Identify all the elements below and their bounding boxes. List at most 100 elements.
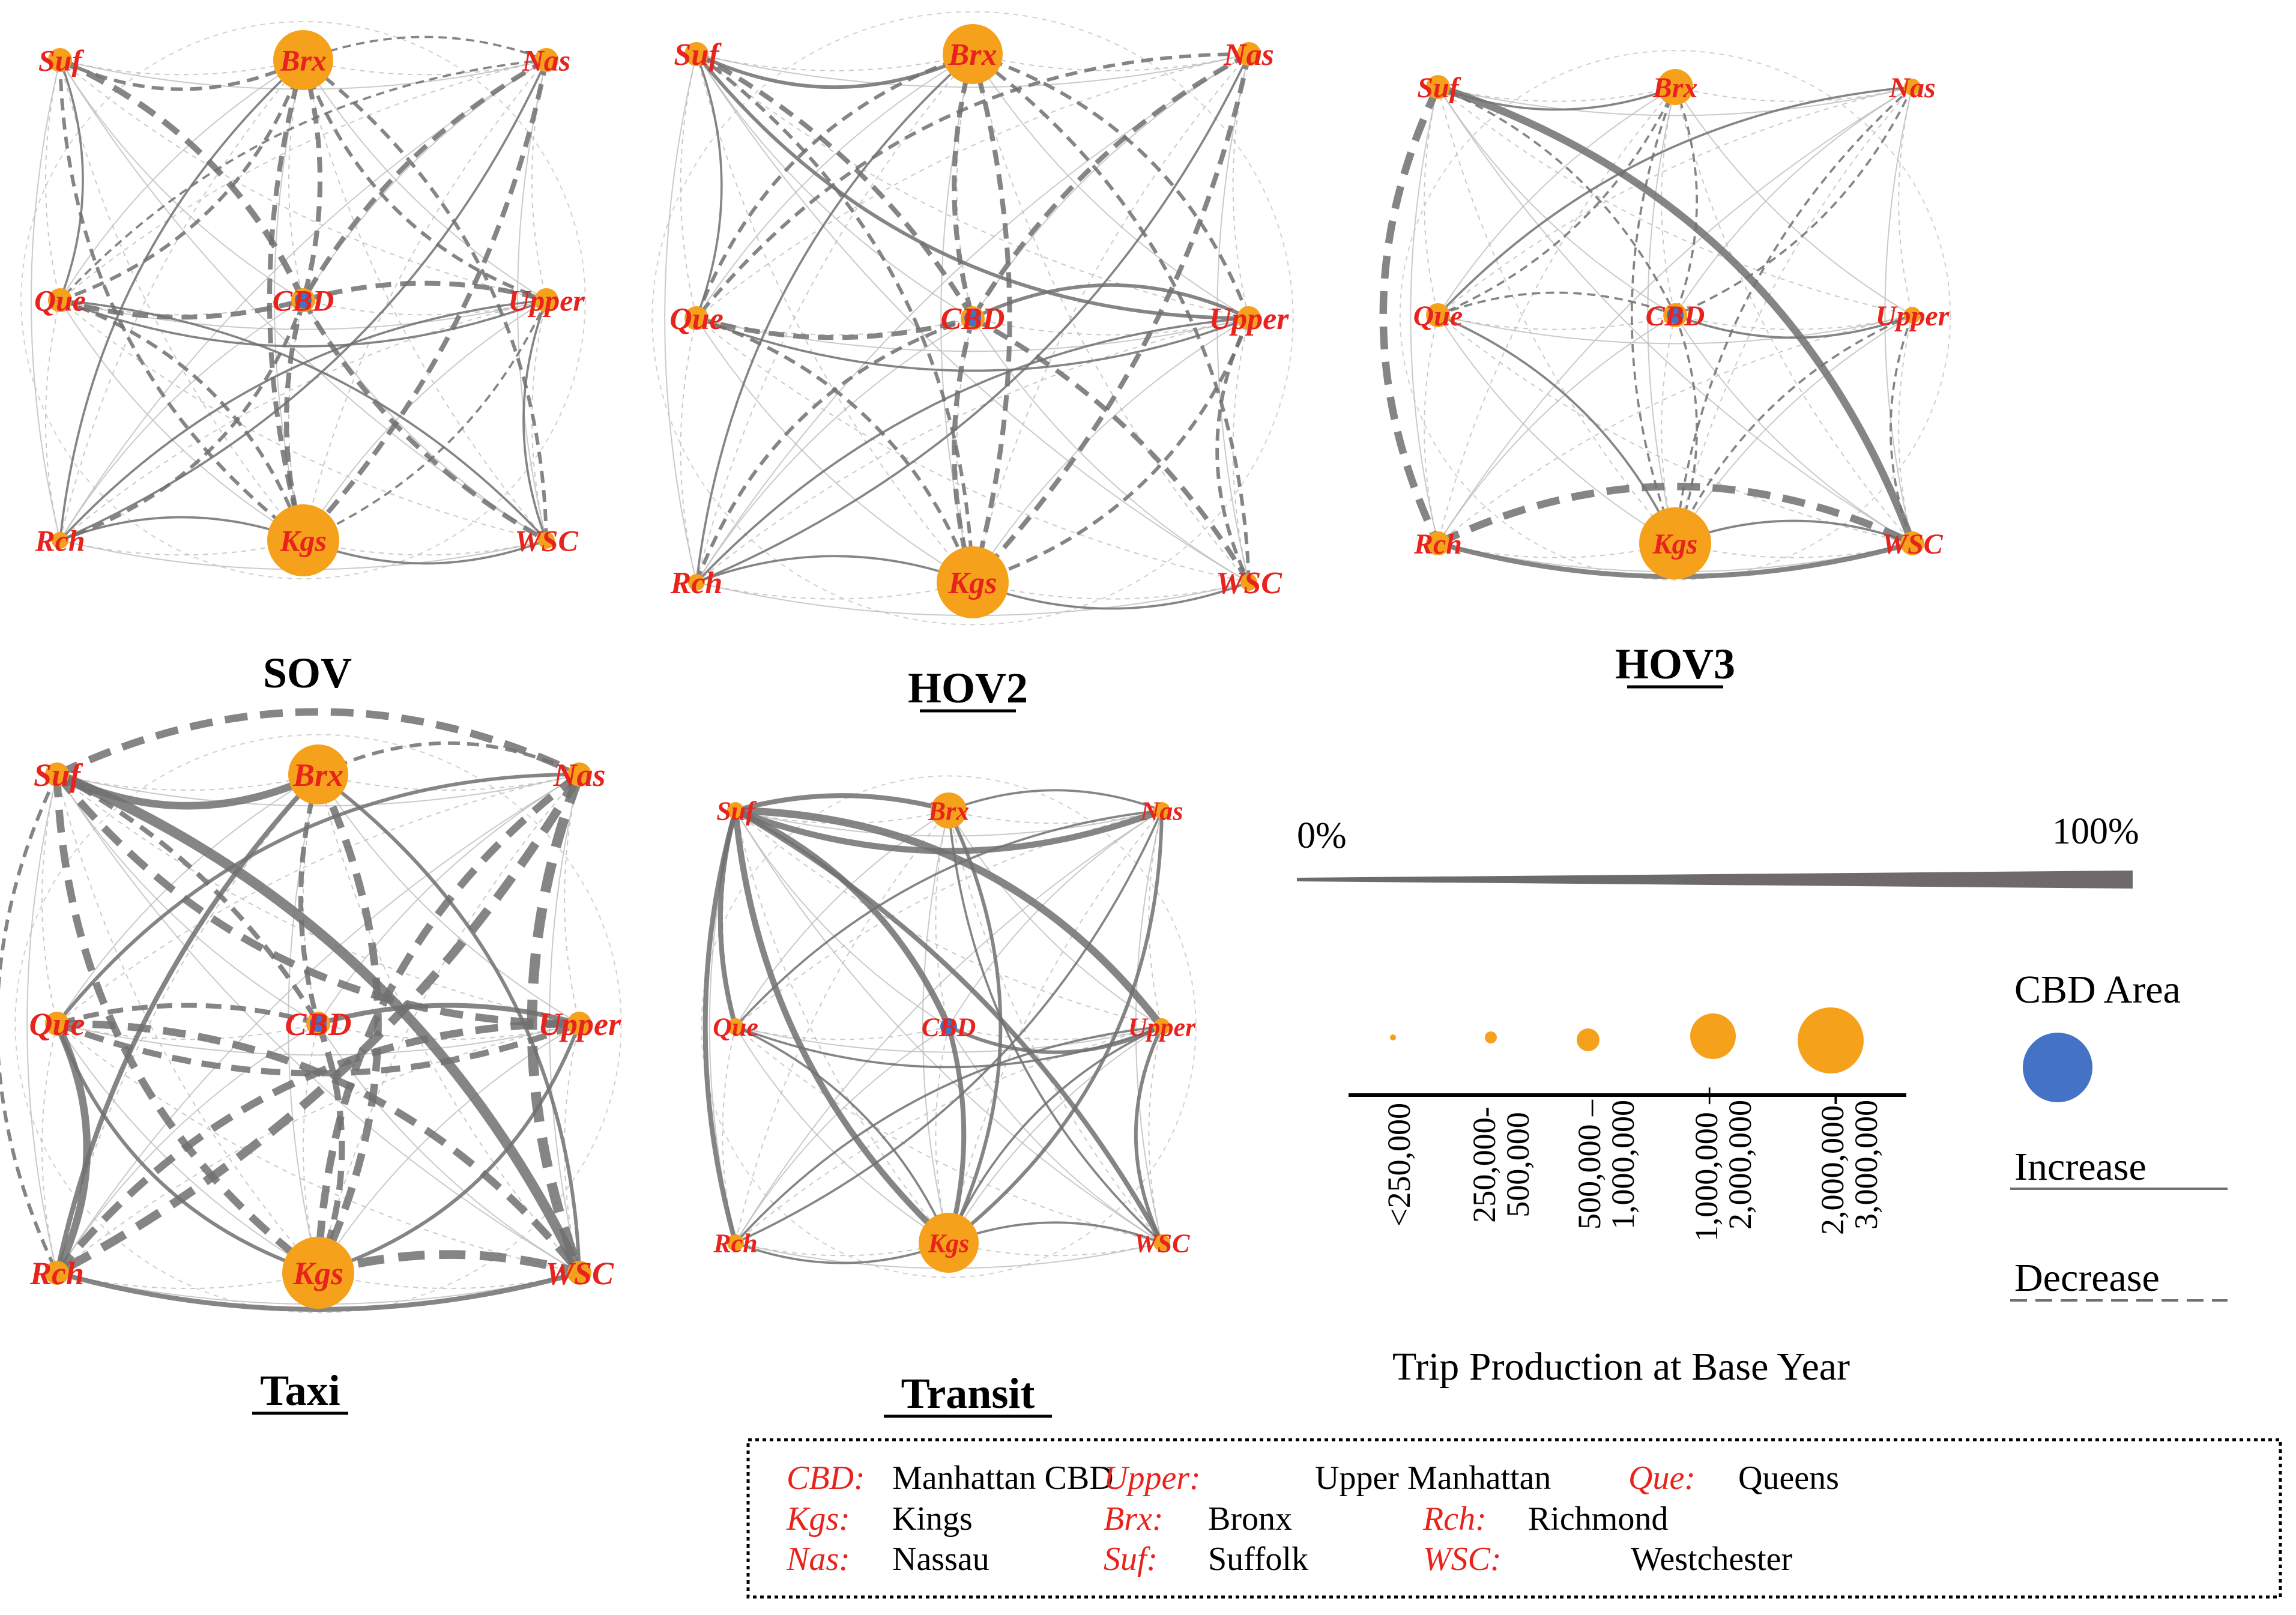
node-cbd: CBD [941,302,1005,336]
background-edge [303,774,319,1024]
size-bin-label-line: 1,000,000 – [1688,1087,1724,1242]
decrease-edge-Brx-CBD [952,53,975,319]
node-circle [52,532,68,549]
node-circle [267,504,339,576]
node-brx: Brx [928,792,969,829]
background-edge [59,300,547,330]
node-circle [45,1012,69,1036]
increase-edge-Nas-Rch [735,810,1163,1244]
background-edge [722,1026,736,1243]
increase-edge-Nas-Kgs [947,810,1164,1245]
node-suf: Suf [674,38,722,72]
node-suf: Suf [1417,72,1461,104]
background-edge [318,774,580,1273]
increase-edge-Nas-Que [1437,86,1913,316]
decrease-edge-Que-CBD [59,298,304,320]
background-edge [1675,315,1913,544]
decrease-edge-Nas-Que [59,59,547,301]
size-bin-label-line: 2,000,000 [1722,1100,1758,1230]
background-edge [1437,86,1913,316]
background-edge [696,318,973,583]
background-edge [56,1023,319,1273]
increase-edge-Suf-Upper [735,806,1165,1029]
node-rch: Rch [713,1228,757,1258]
node-circle [567,762,591,786]
background-edge [735,810,949,1243]
cbd-area-label: CBD Area [2014,968,2181,1012]
node-wsc: WSC [545,1255,614,1291]
symbol-legend: CBD Area Increase Decrease [2010,968,2228,1302]
background-edge [680,53,697,319]
decrease-edge-Rch-WSC [1436,482,1914,547]
node-label: Rch [670,566,723,600]
background-edge [1437,86,1913,544]
decrease-edge-Suf-Brx [59,58,304,91]
decrease-edge-Que-WSC [56,1019,582,1275]
increase-edge-Que-Kgs [1437,314,1676,544]
decrease-edge-Nas-Kgs [971,53,1251,584]
background-edge [1424,315,1439,544]
node-circle [1904,307,1921,324]
node-upper: Upper [1876,300,1950,332]
decrease-edge-CBD-Que [56,1003,319,1026]
background-edge [59,59,304,301]
node-label: Que [669,302,724,336]
decrease-edge-Nas-Kgs [1674,86,1914,544]
background-edge [1661,315,1676,544]
abbreviation-key-label: Nas: [786,1541,850,1578]
increase-edge-Suf-Rch [702,809,738,1244]
node-circle [943,24,1003,84]
decrease-edge-Nas-Que [695,52,1249,319]
background-edge [696,53,973,71]
node-circle [538,532,555,549]
node-circle [727,1018,744,1035]
background-edge [59,59,304,76]
node-cbd: CBD [922,1012,976,1042]
background-edge [1437,315,1676,544]
node-label: Suf [34,757,83,793]
background-edge [696,53,1249,319]
background-edge [31,59,61,541]
node-circle [48,288,72,312]
background-edge [59,59,547,301]
decrease-edge-Upper-Kgs [1674,314,1913,544]
decrease-edge-Brx-Que [1437,86,1676,316]
increase-edge-Que-Upper [735,1025,1162,1069]
background-edge [59,59,304,541]
background-edge [696,53,973,583]
node-circle [684,306,708,330]
background-edge [288,774,319,1273]
node-upper: Upper [1128,1012,1196,1042]
node-nas: Nas [1223,38,1274,72]
decrease-edge-WSC-Brx [971,52,1251,583]
size-scale-title: Trip Production at Base Year [1392,1345,1850,1389]
background-edge [972,53,1249,319]
decrease-edge-Brx-Upper [972,52,1251,319]
increase-edge-Suf-Brx [734,793,950,813]
node-label: Brx [292,757,343,793]
node-suf: Suf [716,796,757,826]
node-label: Nas [1223,38,1274,72]
node-label: WSC [515,524,578,558]
node-circle [727,1234,744,1251]
background-edge [1675,86,1913,544]
background-edge [56,1023,580,1056]
background-edge [59,59,304,541]
node-label: Que [713,1012,758,1042]
background-edge [1437,86,1676,544]
background-edge [948,1026,1162,1243]
background-edge [56,1023,580,1273]
size-bin-label: 500,000 –1,000,000 [1571,1099,1641,1230]
node-wsc: WSC [1882,528,1943,560]
decrease-edge-Nas-Kgs [301,59,549,542]
increase-edge-Suf-Brx [1437,86,1676,111]
decrease-edge-Que-CBD [1437,291,1676,316]
background-edge [59,300,304,541]
node-circle [1900,531,1924,555]
node-circle [1426,75,1450,99]
width-scale-high-label: 100% [2052,811,2139,852]
